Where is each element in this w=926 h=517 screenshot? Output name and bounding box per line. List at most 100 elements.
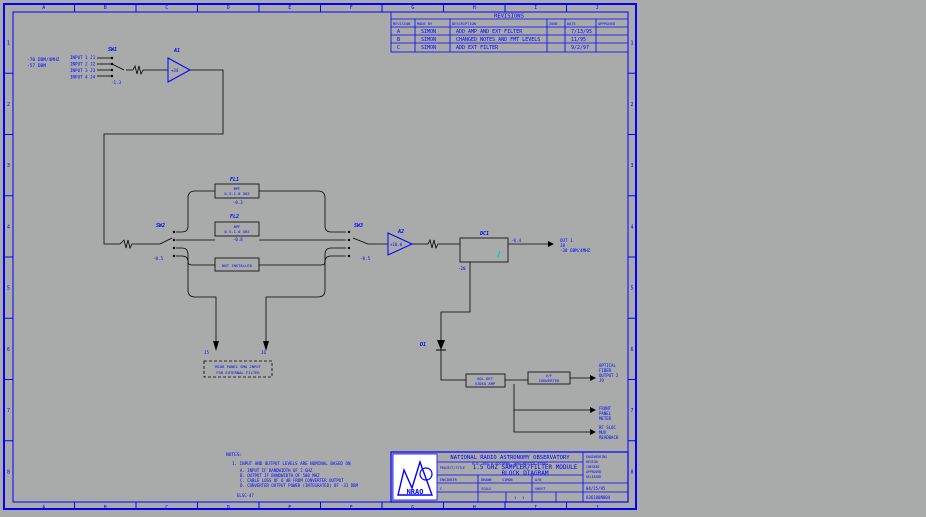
- border-letter: D: [227, 5, 230, 11]
- notes-sub-b: B. OUTPUT IF BANDWIDTH OF 500 MHZ: [240, 473, 320, 478]
- front-1: FRONT: [599, 406, 612, 411]
- sql-det-box: [465, 373, 506, 388]
- border-number: 2: [630, 102, 633, 108]
- logo-text: NRAO: [407, 488, 424, 496]
- dc1-loss: -0.4: [511, 238, 522, 243]
- border-letter: A: [42, 505, 45, 511]
- org-address: P.O. BOX 0 SOCORRO, NEW MEXICO 87801: [472, 462, 548, 466]
- revisions-cell: 7/13/95: [571, 29, 592, 35]
- filter-bank-wires: [119, 190, 460, 345]
- border-number: 5: [7, 286, 10, 292]
- border-number: 8: [630, 469, 633, 475]
- border-number: 7: [7, 408, 10, 414]
- side-label-3: CHECKED: [586, 465, 600, 469]
- border-letter: J: [596, 505, 599, 511]
- filter-fl1: FL1 BPF 0.5-1.0 GHZ -0.3: [214, 177, 260, 205]
- optical-3: OUTPUT 2: [599, 373, 619, 378]
- border-number: 4: [630, 224, 633, 230]
- fl2-line2: 0.5-1.0 GHZ: [224, 229, 250, 234]
- arrow-front: [590, 407, 596, 413]
- logo-antenna-icon: [419, 467, 433, 481]
- revisions-header-cell: REVISION: [393, 22, 410, 26]
- title-block: NRAO: [390, 451, 629, 503]
- side-label-1: ENGINEERING: [586, 455, 607, 459]
- diode-d1: [437, 340, 445, 350]
- input-label-3: INPUT 3 J3: [70, 68, 96, 73]
- filter-not-installed: NOT INSTALLED: [214, 257, 260, 272]
- drawn-label: DRAWN: [481, 478, 492, 482]
- border-letter: I: [534, 505, 537, 511]
- revisions-cell: B: [397, 37, 400, 43]
- notes-footer: ELSC-47: [237, 493, 254, 498]
- a1-label: A1: [173, 48, 180, 54]
- border-letter: F: [350, 5, 353, 11]
- revisions-header-cell: DATE: [567, 22, 576, 26]
- project-label: PROJECT/TITLE: [440, 466, 465, 470]
- out1-label: OUT 1: [560, 238, 573, 243]
- front-3: METER: [599, 416, 612, 421]
- outer-frame: [3, 3, 637, 510]
- rf-1: RF SLOC: [599, 425, 616, 430]
- a2-label: A2: [397, 229, 404, 235]
- border-number: 7: [630, 408, 633, 414]
- engineer-label: ENGINEER: [440, 478, 458, 482]
- revisions-cell: SIMON: [421, 37, 436, 43]
- revisions-title: REVISIONS: [494, 14, 524, 20]
- side-label-4: APPROVED: [586, 470, 601, 474]
- scale-label: SCALE: [481, 487, 492, 491]
- fl1-line1: BPF: [234, 186, 242, 191]
- border-letter: G: [411, 505, 414, 511]
- output-wires: [440, 243, 590, 433]
- border-letter: B: [104, 505, 107, 511]
- notes-title: NOTES:: [226, 452, 242, 458]
- optical-4: J9: [599, 378, 604, 383]
- revisions-cell: 9/2/97: [571, 45, 589, 51]
- revisions-cell: C: [397, 45, 400, 51]
- input-level-2: -57 DBM: [27, 63, 46, 69]
- vf-line1: V/F: [546, 373, 554, 378]
- dc1-label: DC1: [479, 231, 489, 237]
- inner-frame: [12, 11, 629, 503]
- border-number: 6: [7, 347, 10, 353]
- revisions-header-cell: ZONE: [549, 22, 558, 26]
- switch-dots: [172, 230, 351, 258]
- notes-sub-c: C. CABLE LOSS OF 6 dB FROM CONVERTER OUT…: [240, 478, 344, 483]
- notes-item1: 1. INPUT AND OUTPUT LEVELS ARE NOMINAL B…: [232, 461, 351, 466]
- amplifier-a2: [387, 232, 414, 256]
- border-letter: D: [227, 505, 230, 511]
- revisions-cell: SIMON: [421, 29, 436, 35]
- coupler-dc1: [459, 237, 509, 263]
- border-ticks: [4, 4, 636, 509]
- a2-gain: +10.0: [390, 242, 403, 247]
- side-label-5: RELEASED: [586, 475, 601, 479]
- side-label-2: DESIGN: [586, 460, 598, 464]
- jack-j5: J5: [204, 350, 210, 355]
- sql-det-line1: SQL DET: [477, 376, 494, 381]
- border-letter: I: [534, 5, 537, 11]
- border-letter: A: [42, 5, 45, 11]
- notes-sub-a: A. INPUT IF BANDWIDTH OF 2 GHZ: [240, 468, 313, 473]
- logo-dish-icon: [397, 459, 433, 496]
- revisions-cell: 11/95: [571, 37, 586, 43]
- border-letter: B: [104, 5, 107, 11]
- revisions-header-cell: DESCRIPTION: [452, 22, 476, 26]
- arrow-rf: [590, 429, 596, 435]
- drawing-title-2: BLOCK DIAGRAM: [502, 470, 549, 477]
- fl1-loss: -0.3: [233, 200, 243, 205]
- rf-2: MUX: [599, 430, 607, 435]
- arrow-j5: [213, 341, 219, 351]
- drawing-number: A36100N004: [586, 495, 611, 500]
- fl2-line1: BPF: [234, 224, 242, 229]
- fl2-loss: -0.8: [233, 237, 243, 242]
- sheet-of: 1: [522, 495, 525, 500]
- amplifier-a1: [167, 57, 192, 83]
- input-label-2: INPUT 2 J2: [70, 62, 96, 67]
- border-number: 3: [7, 163, 10, 169]
- d1-label: D1: [419, 342, 426, 348]
- revisions-header-cell: APPROVED: [598, 22, 615, 26]
- drawing-title-1: 1.5 GHZ SAMPLER/FILTER MODULE: [473, 464, 578, 471]
- model-label: A/B: [535, 478, 541, 482]
